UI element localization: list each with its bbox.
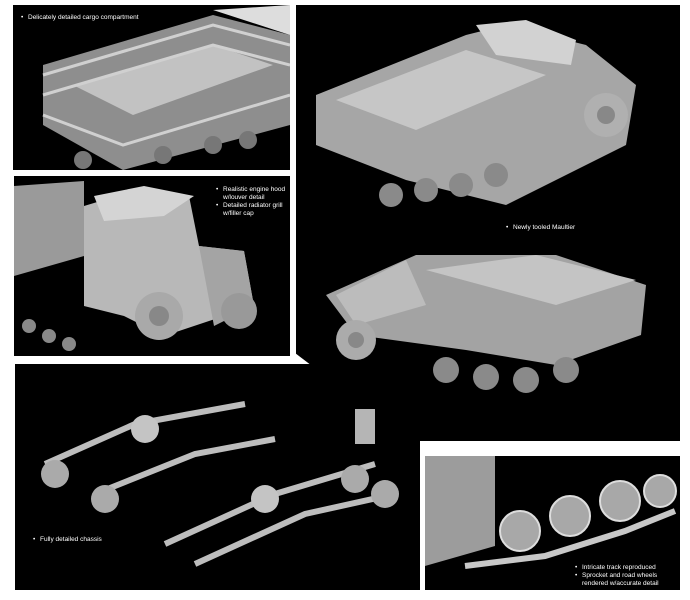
caption-maultier: Newly tooled Maultier [506,224,575,232]
track-render [425,456,677,569]
cargo-render [42,5,290,170]
engine-render [14,181,257,351]
track-panel: Intricate track reproduced Sprocket and … [425,456,680,590]
caption-track: Intricate track reproduced [575,564,679,572]
chassis-render [41,401,399,567]
caption-radiator: Detailed radiator grill w/filler cap [216,202,288,218]
chassis-panel: Fully detailed chassis [15,364,420,590]
main-vehicle-panel: Newly tooled Maultier [296,5,680,441]
main-render [316,20,646,393]
engine-hood-panel: Realistic engine hood w/louver detail De… [14,176,290,356]
caption-cargo: Delicately detailed cargo compartment [21,14,139,22]
caption-chassis: Fully detailed chassis [33,536,102,544]
caption-sprocket: Sprocket and road wheels rendered w/accu… [575,572,679,588]
cargo-compartment-panel: Delicately detailed cargo compartment [13,5,290,170]
caption-engine-hood: Realistic engine hood w/louver detail [216,186,288,202]
